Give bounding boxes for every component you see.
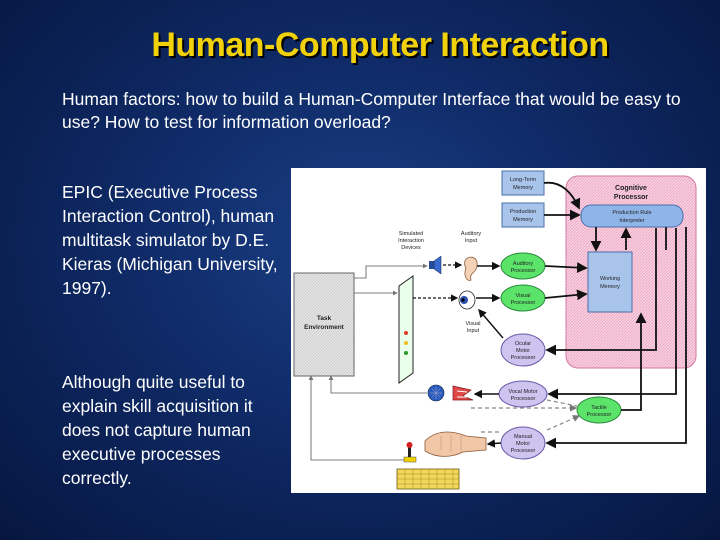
visual-input-label-1: Visual [466, 321, 481, 327]
manual-label-1: Manual [514, 434, 532, 440]
ocular-label-1: Ocular [515, 341, 531, 347]
simulated-devices-label-2: Interaction [398, 238, 424, 244]
auditory-processor-label-1: Auditory [513, 261, 533, 267]
auditory-input-label-2: Input [465, 238, 478, 244]
pm-label-2: Memory [513, 217, 533, 223]
speaker-icon [429, 255, 442, 275]
manual-label-3: Processor [511, 448, 536, 454]
epic-architecture-diagram: Cognitive Processor Production Rule Inte… [291, 168, 706, 493]
microphone-icon [427, 384, 445, 402]
auditory-input-label-1: Auditory [461, 231, 481, 237]
hand-icon [424, 431, 487, 457]
ocular-motor-processor: Ocular Motor Processor [500, 333, 546, 367]
ear-icon [464, 256, 478, 281]
cognitive-processor-label-1: Cognitive [615, 185, 647, 192]
visual-input-label-2: Input [467, 328, 480, 334]
ltm-label-2: Memory [513, 185, 533, 191]
ltm-label-1: Long-Term [510, 177, 537, 183]
long-term-memory: Long-Term Memory [501, 170, 545, 196]
vocal-label-1: Vocal Motor [508, 389, 537, 395]
slide-title: Human-Computer Interaction [151, 26, 609, 64]
auditory-processor: Auditory Processor [500, 252, 546, 280]
vocal-label-2: Processor [511, 396, 536, 402]
auditory-processor-label-2: Processor [511, 268, 536, 274]
cognitive-processor-label-2: Processor [614, 194, 649, 201]
production-memory: Production Memory [501, 202, 545, 228]
working-memory: Working Memory [587, 251, 633, 313]
visual-processor-label-2: Processor [511, 300, 536, 306]
ocular-label-3: Processor [511, 355, 536, 361]
epic-limitation: Although quite useful to explain skill a… [62, 372, 253, 488]
interpreter-label-2: Interpreter [619, 218, 645, 224]
interpreter-label-1: Production Rule [612, 210, 651, 216]
task-environment: Task Environment [293, 272, 355, 377]
ocular-label-2: Motor [516, 348, 530, 354]
eye-icon [458, 290, 476, 310]
tactile-processor: Tactile Processor [576, 396, 622, 424]
visual-processor-label-1: Visual [516, 293, 531, 299]
keyboard-icon [396, 468, 460, 490]
simulated-devices-label-1: Simulated [399, 231, 423, 237]
working-memory-label-2: Memory [600, 284, 620, 290]
pm-label-1: Production [510, 209, 536, 215]
mouth-icon [452, 385, 474, 401]
task-env-label-2: Environment [304, 324, 345, 331]
manual-label-2: Motor [516, 441, 530, 447]
task-env-label-1: Task [317, 315, 332, 322]
simulated-devices-label-3: Devices [401, 245, 421, 251]
visual-processor: Visual Processor [500, 284, 546, 312]
joystick-icon [403, 442, 417, 463]
intro-text: Human factors: how to build a Human-Comp… [62, 89, 681, 132]
tactile-label-2: Processor [587, 412, 612, 418]
production-rule-interpreter: Production Rule Interpreter [580, 204, 684, 228]
tactile-label-1: Tactile [591, 405, 607, 411]
working-memory-label-1: Working [600, 276, 620, 282]
manual-motor-processor: Manual Motor Processor [500, 426, 546, 460]
vocal-motor-processor: Vocal Motor Processor [498, 380, 548, 408]
display-screen-icon [398, 275, 414, 384]
epic-description: EPIC (Executive Process Interaction Cont… [62, 182, 278, 298]
